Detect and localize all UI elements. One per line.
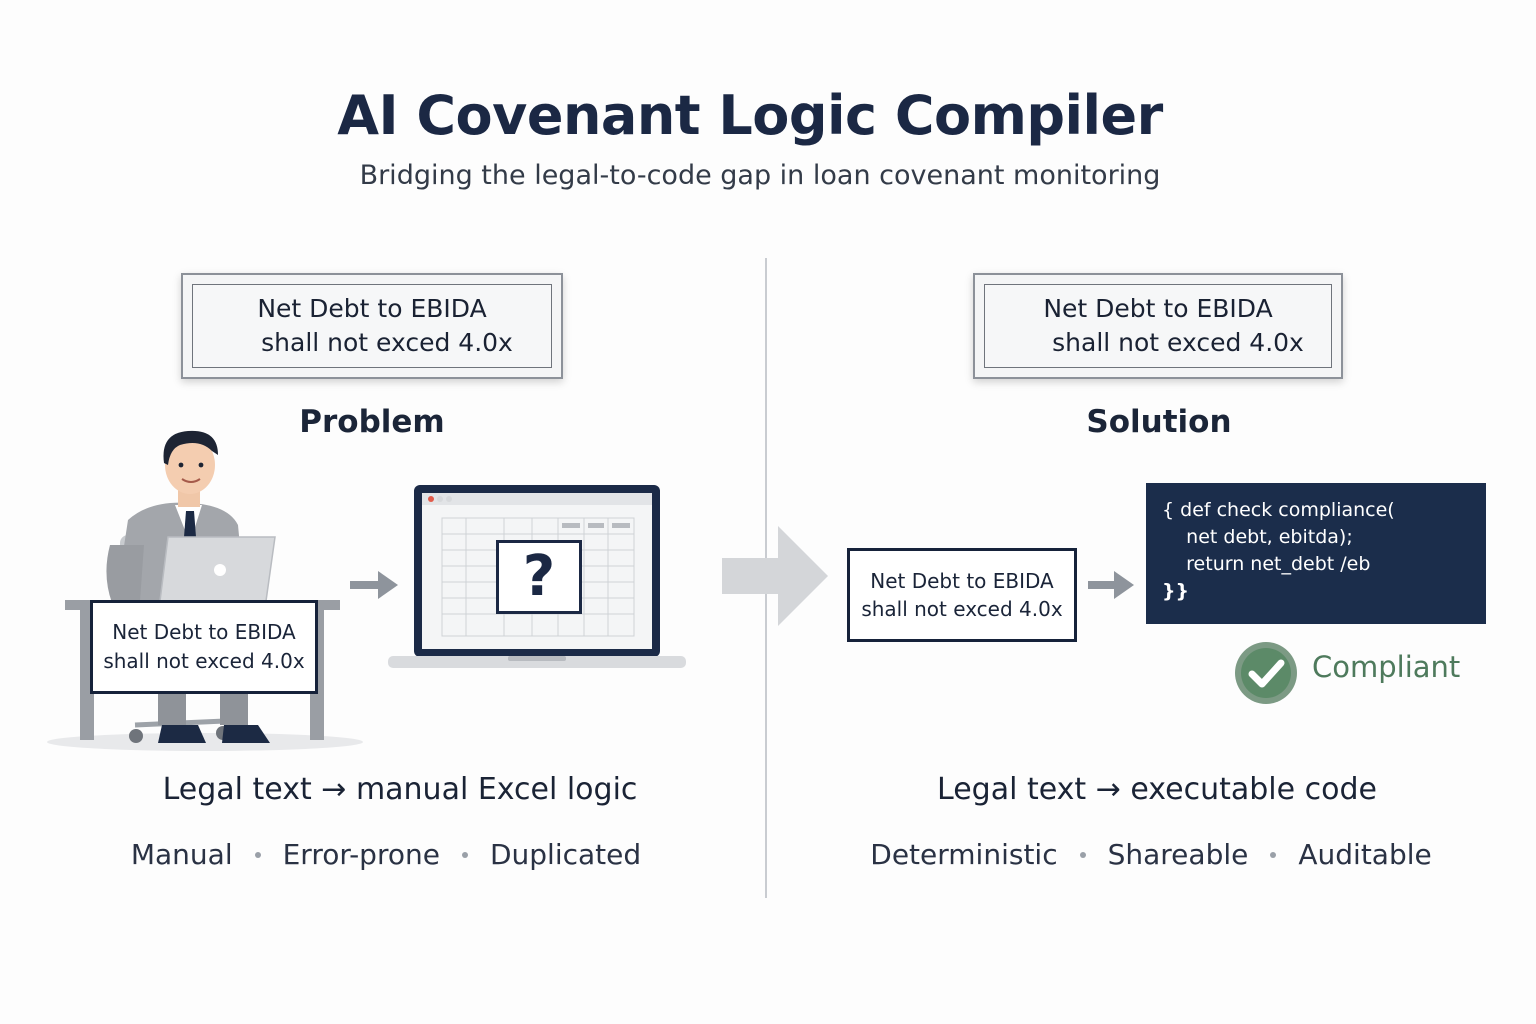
code-line-4: }} [1162,580,1190,602]
problem-covenant-text: Net Debt to EBIDA shall not exced 4.0x [192,284,552,368]
code-line-2: net debt, ebitda); [1162,526,1353,548]
solution-covenant-document: Net Debt to EBIDA shall not exced 4.0x [973,273,1343,379]
input-box-line-2: shall not exced 4.0x [861,597,1063,621]
input-box-line-1: Net Debt to EBIDA [870,569,1054,593]
covenant-line-2: shall not exced 4.0x [261,328,513,357]
solution-tag-auditable: Auditable [1298,838,1432,871]
transition-arrow-icon [722,526,828,626]
tag-separator [461,851,468,858]
page-subtitle: Bridging the legal-to-code gap in loan c… [359,160,1161,191]
arrow-right-icon [1088,571,1134,599]
desk-sign-line-1: Net Debt to EBIDA [112,620,296,644]
problem-tags: Manual Error-prone Duplicated [36,838,736,871]
covenant-line-2: shall not exced 4.0x [1052,328,1304,357]
solution-covenant-text: Net Debt to EBIDA shall not exced 4.0x [984,284,1332,368]
tag-separator [254,851,261,858]
problem-caption: Legal text → manual Excel logic [162,772,638,807]
question-mark-box: ? [496,540,582,614]
checkmark-icon [1235,642,1297,704]
page-title: AI Covenant Logic Compiler [337,84,1163,147]
code-line-1: { def check compliance( [1162,499,1395,521]
problem-label: Problem [299,404,445,440]
solution-caption: Legal text → executable code [937,772,1377,807]
question-mark-icon: ? [522,544,556,609]
problem-covenant-document: Net Debt to EBIDA shall not exced 4.0x [181,273,563,379]
solution-tag-deterministic: Deterministic [870,838,1058,871]
person-head [165,436,215,494]
problem-tag-manual: Manual [130,838,233,871]
compliance-status: Compliant [1312,650,1461,684]
problem-tag-duplicated: Duplicated [489,838,642,871]
solution-label: Solution [1086,404,1232,440]
desk-sign-line-2: shall not exced 4.0x [103,649,305,673]
tag-separator [1079,851,1086,858]
code-line-3: return net_debt /eb [1162,553,1371,575]
solution-tag-shareable: Shareable [1107,838,1249,871]
covenant-line-1: Net Debt to EBIDA [1043,294,1273,323]
code-panel: { def check compliance( net debt, ebitda… [1146,483,1486,624]
arrow-right-icon [350,571,398,599]
analyst-at-desk-illustration [47,430,363,751]
solution-tags: Deterministic Shareable Auditable [801,838,1501,871]
covenant-line-1: Net Debt to EBIDA [257,294,487,323]
problem-tag-error-prone: Error-prone [282,838,440,871]
tag-separator [1270,851,1277,858]
person-hair [163,430,218,465]
solution-input-box: Net Debt to EBIDA shall not exced 4.0x [847,548,1077,642]
desk-covenant-sign: Net Debt to EBIDA shall not exced 4.0x [90,600,318,694]
